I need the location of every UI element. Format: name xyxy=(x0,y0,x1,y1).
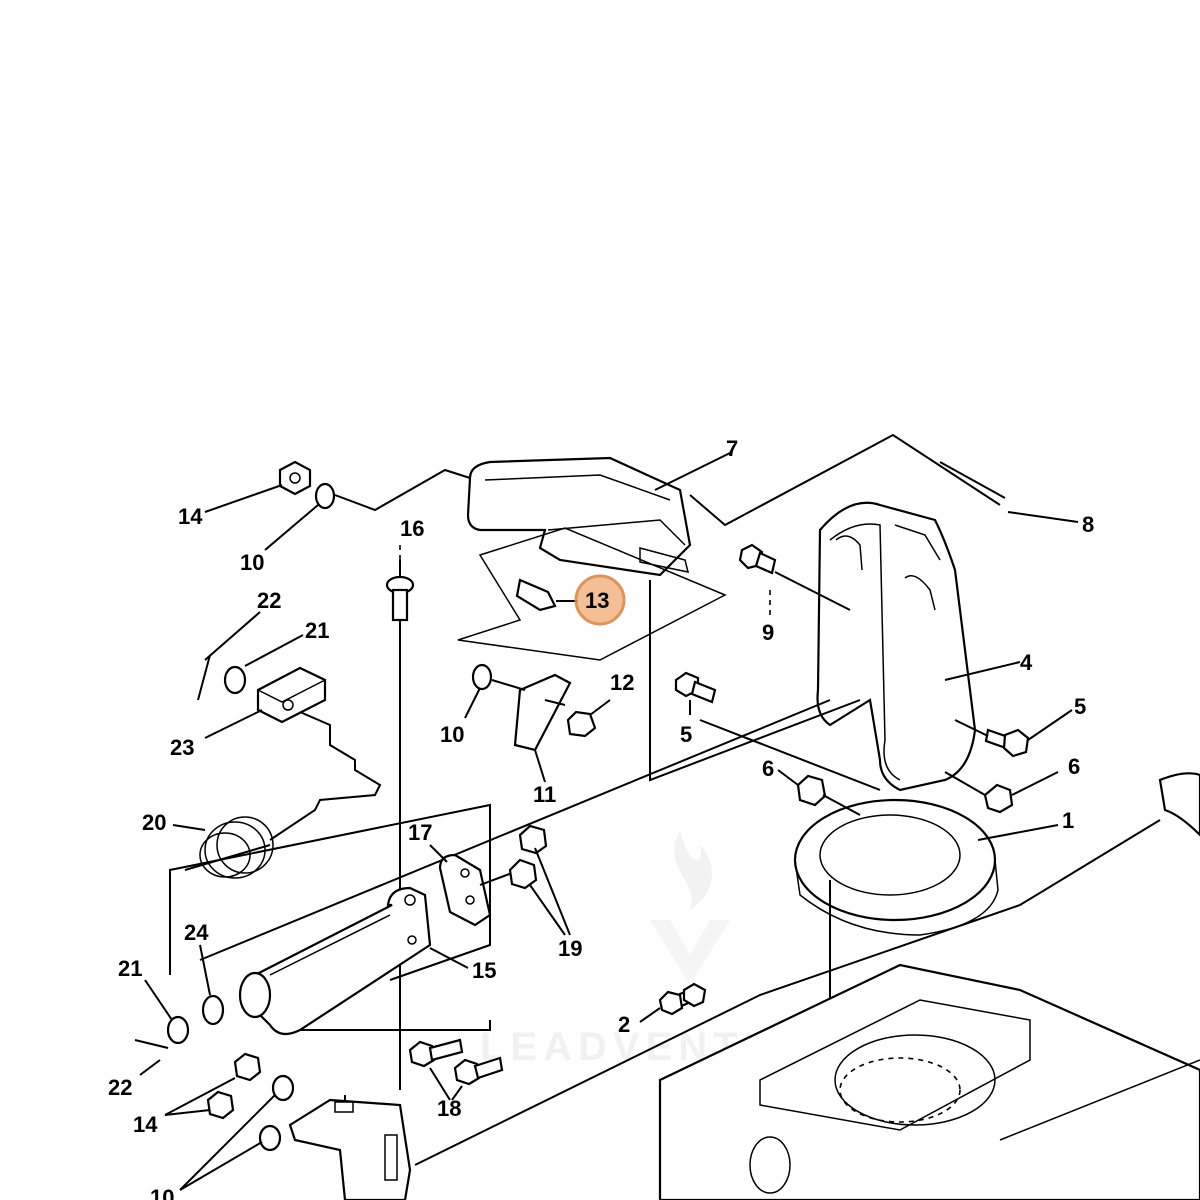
callout-10-top[interactable]: 10 xyxy=(240,550,264,575)
part-16-pin xyxy=(385,545,415,622)
callout-6-left[interactable]: 6 xyxy=(762,756,774,781)
part-2-bolt xyxy=(658,982,707,1016)
leader-lines xyxy=(139,452,1079,1191)
part-19-nuts xyxy=(508,824,571,936)
part-4-chute xyxy=(816,501,977,792)
part-8-rod xyxy=(939,461,1006,499)
callout-13-highlight[interactable] xyxy=(574,574,626,626)
callout-2[interactable]: 2 xyxy=(618,1012,630,1037)
part-5-bolt-left xyxy=(674,671,717,704)
part-6-nut-right xyxy=(944,771,1014,814)
callout-7[interactable]: 7 xyxy=(726,436,738,461)
lower-housing xyxy=(658,963,1200,1200)
part-23-block xyxy=(256,666,327,724)
plate-outline xyxy=(457,527,727,661)
part-10-washer-top xyxy=(314,482,336,510)
part-11-handle xyxy=(491,673,572,752)
callout-5-right[interactable]: 5 xyxy=(1074,694,1086,719)
part-6-nut-left xyxy=(796,774,861,816)
right-shroud xyxy=(1158,772,1200,837)
callout-13[interactable]: 13 xyxy=(585,588,609,613)
callout-21-top[interactable]: 21 xyxy=(305,618,329,643)
callout-17[interactable]: 17 xyxy=(408,820,432,845)
callout-22-bottom[interactable]: 22 xyxy=(108,1075,132,1100)
callout-14-bottom[interactable]: 14 xyxy=(133,1112,158,1137)
callout-19[interactable]: 19 xyxy=(558,936,582,961)
part-22-pin-bottom xyxy=(134,1039,169,1049)
callout-22-top[interactable]: 22 xyxy=(257,588,281,613)
part-1-ring xyxy=(793,798,999,936)
part-14-nuts-bottom xyxy=(206,1052,262,1120)
part-13-bolt xyxy=(515,578,578,612)
callout-8[interactable]: 8 xyxy=(1082,512,1094,537)
part-21-washer-top xyxy=(223,665,247,695)
part-14-nut-top xyxy=(278,460,312,496)
part-21-washer-bottom xyxy=(166,1015,190,1045)
callout-14-top[interactable]: 14 xyxy=(178,504,203,529)
callout-10-bottom[interactable]: 10 xyxy=(150,1185,174,1200)
callout-1[interactable]: 1 xyxy=(1062,808,1074,833)
callout-4[interactable]: 4 xyxy=(1020,650,1033,675)
part-17-plate xyxy=(438,853,521,927)
part-12-nut xyxy=(566,699,611,738)
callout-12[interactable]: 12 xyxy=(610,670,634,695)
part-22-pin-top xyxy=(197,654,211,701)
part-24-washer xyxy=(201,994,225,1026)
part-10-washer-mid xyxy=(471,663,493,691)
bottom-bracket xyxy=(288,1098,412,1200)
part-9-bolt xyxy=(738,543,851,615)
part-18-bolts xyxy=(408,1038,504,1086)
callout-11[interactable]: 11 xyxy=(533,782,556,807)
part-15-bracket xyxy=(238,886,432,1036)
callout-6-right[interactable]: 6 xyxy=(1068,754,1080,779)
callout-21-bottom[interactable]: 21 xyxy=(118,956,142,981)
part-10-washers-bottom xyxy=(258,1074,295,1152)
callout-9[interactable]: 9 xyxy=(762,620,774,645)
callout-15[interactable]: 15 xyxy=(472,958,496,983)
part-20-spring-rod xyxy=(184,711,382,879)
callout-10-mid[interactable]: 10 xyxy=(440,722,464,747)
callout-20[interactable]: 20 xyxy=(142,810,166,835)
part-5-bolt-right xyxy=(954,719,1030,758)
callout-5-left[interactable]: 5 xyxy=(680,722,692,747)
part-7-deflector xyxy=(466,456,692,577)
callout-18[interactable]: 18 xyxy=(437,1096,461,1121)
callout-16[interactable]: 16 xyxy=(400,516,424,541)
callout-24[interactable]: 24 xyxy=(184,920,209,945)
callout-23[interactable]: 23 xyxy=(170,735,194,760)
frame-lines xyxy=(169,433,1161,1200)
